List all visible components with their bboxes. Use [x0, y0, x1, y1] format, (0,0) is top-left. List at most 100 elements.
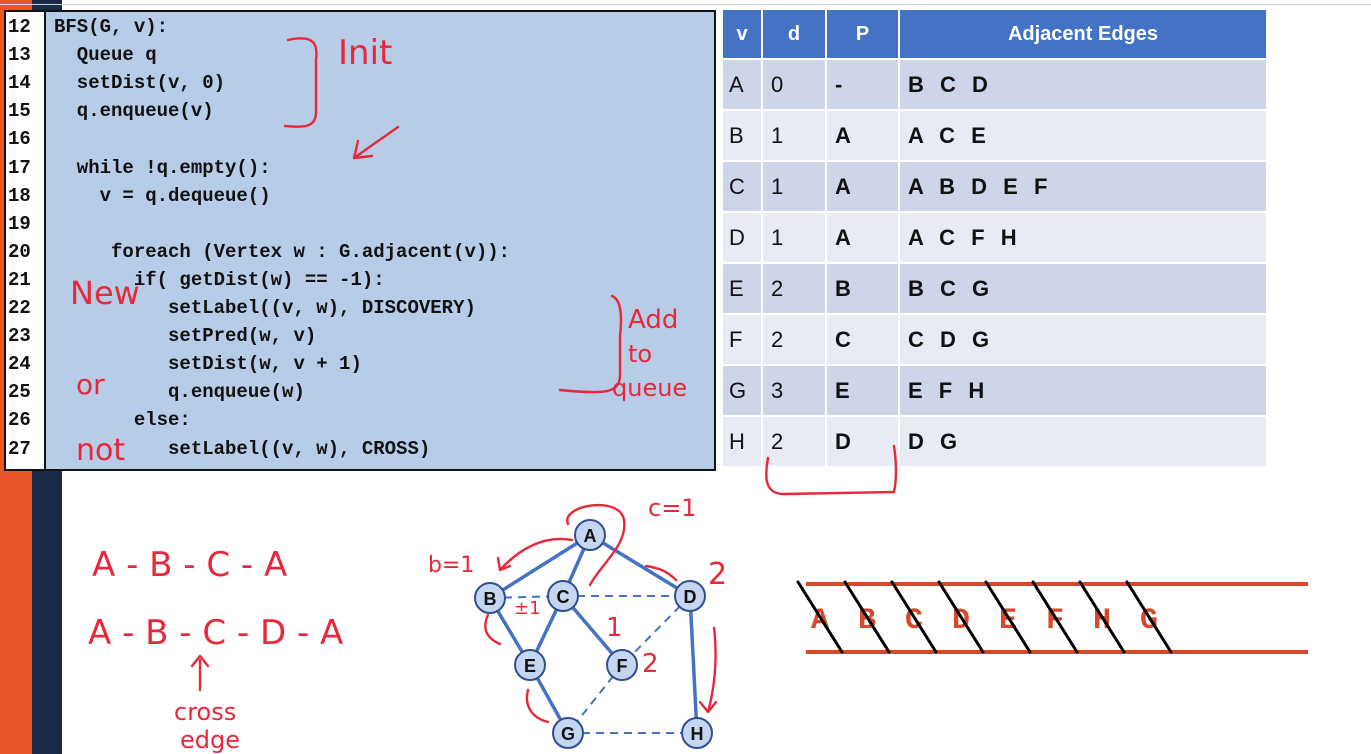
- cell-distance: 1: [763, 211, 827, 262]
- arc-a-d: [644, 564, 678, 582]
- line-number: 22: [8, 297, 31, 319]
- line-number: 12: [8, 16, 31, 38]
- line-number: 24: [8, 353, 31, 376]
- cell-vertex: E: [723, 262, 763, 313]
- to-label: to: [628, 340, 652, 368]
- cell-distance: 2: [763, 262, 827, 313]
- init-label: Init: [338, 33, 392, 73]
- graph-node-e: E: [514, 649, 546, 681]
- code-line: if( getDist(w) == -1):: [54, 268, 385, 291]
- cell-distance: 2: [763, 313, 827, 364]
- graph-node-label: H: [691, 724, 704, 744]
- edge-label: edge: [180, 726, 240, 754]
- queue-strike: [1031, 580, 1079, 654]
- cross-edge-arrow: [190, 654, 210, 692]
- add-bracket: [558, 294, 623, 394]
- line-number: 17: [8, 156, 31, 179]
- edge-d-f: [621, 595, 691, 666]
- line-number: 23: [8, 325, 31, 348]
- mark-2-d: 2: [708, 557, 727, 592]
- cell-predecessor: A: [827, 211, 900, 262]
- queue-strike: [890, 580, 938, 654]
- cell-distance: 1: [763, 109, 827, 160]
- queue-strike: [1125, 580, 1173, 654]
- line-number: 15: [8, 100, 31, 123]
- arc-a-top: [566, 503, 626, 587]
- graph-edges: [488, 533, 699, 734]
- code-line: foreach (Vertex w : G.adjacent(v)):: [54, 240, 511, 263]
- code-line: setDist(w, v + 1): [54, 353, 362, 376]
- code-line: else:: [54, 409, 191, 432]
- cell-vertex: G: [723, 364, 763, 415]
- queue-strike: [937, 580, 985, 654]
- line-number: 19: [8, 212, 31, 235]
- graph-node-b: B: [474, 582, 506, 614]
- edge-a-d: [589, 533, 691, 598]
- cell-vertex: D: [723, 211, 763, 262]
- cell-distance: 1: [763, 160, 827, 211]
- cell-adjacent-edges: A C F H: [900, 211, 1268, 262]
- graph-node-h: H: [681, 717, 713, 749]
- code-line: setLabel((v, w), CROSS): [54, 437, 431, 460]
- mark-1-e: ±1: [514, 598, 541, 619]
- graph-node-g: G: [552, 717, 584, 749]
- queue-strikes: [796, 580, 1173, 654]
- cell-predecessor: A: [827, 109, 900, 160]
- code-line: setPred(w, v): [54, 325, 317, 348]
- b-eq-1-label: b=1: [428, 553, 474, 578]
- cell-vertex: F: [723, 313, 763, 364]
- graph-node-label: E: [524, 656, 536, 676]
- queue-strike: [796, 580, 844, 654]
- not-label: not: [76, 433, 125, 468]
- queue-strike: [1078, 580, 1126, 654]
- cell-predecessor: E: [827, 364, 900, 415]
- top-divider: [0, 4, 1371, 5]
- cell-vertex: H: [723, 415, 763, 466]
- line-number: 27: [8, 437, 31, 460]
- or-label: or: [76, 368, 105, 401]
- code-line: q.enqueue(w): [54, 381, 305, 404]
- c-eq-1-label: c=1: [648, 494, 697, 522]
- arc-d-h: [698, 626, 718, 714]
- add-label: Add: [628, 305, 678, 335]
- graph-nodes: A B C D E F G H: [474, 519, 713, 749]
- line-number-gutter: [6, 12, 46, 469]
- queue-strike: [843, 580, 891, 654]
- line-number: 18: [8, 184, 31, 207]
- code-line: setLabel((v, w), DISCOVERY): [54, 297, 476, 319]
- cell-adjacent-edges: B C D: [900, 58, 1268, 109]
- cycle-2: A - B - C - D - A: [88, 613, 343, 653]
- cycle-1: A - B - C - A: [92, 545, 287, 585]
- line-number: 26: [8, 409, 31, 432]
- cell-predecessor: A: [827, 160, 900, 211]
- mark-2-f: 2: [642, 649, 659, 679]
- cell-vertex: C: [723, 160, 763, 211]
- code-line: Queue q: [54, 44, 157, 67]
- line-number: 16: [8, 128, 31, 151]
- line-number: 25: [8, 381, 31, 404]
- code-line: BFS(G, v):: [54, 16, 169, 38]
- header-v: v: [723, 10, 763, 58]
- init-arrow: [352, 125, 400, 160]
- code-line: q.enqueue(v): [54, 100, 214, 123]
- queue-strike: [984, 580, 1032, 654]
- cell-predecessor: -: [827, 58, 900, 109]
- graph-node-label: G: [561, 724, 575, 744]
- cell-adjacent-edges: E F H: [900, 364, 1268, 415]
- cell-adjacent-edges: D G: [900, 415, 1268, 466]
- graph-node-d: D: [674, 580, 706, 612]
- graph-node-a: A: [574, 519, 606, 551]
- ink-annotations: Init New or not Add to queue A - B - C -…: [70, 33, 898, 754]
- edge-d-h: [688, 595, 699, 734]
- graph-node-f: F: [606, 649, 638, 681]
- graph-node-label: C: [557, 587, 570, 607]
- header-p: P: [827, 10, 900, 58]
